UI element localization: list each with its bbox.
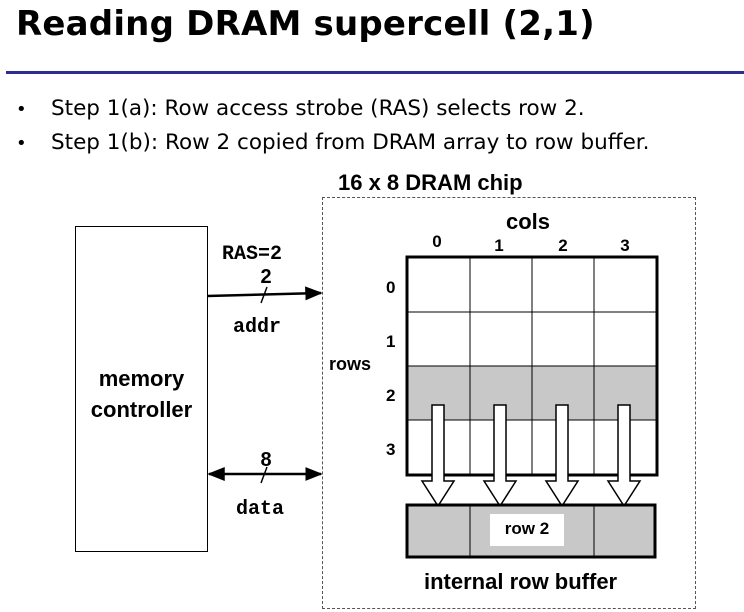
copy-arrow — [420, 404, 456, 508]
addr-label: addr — [233, 316, 282, 339]
bullet-item: • Step 1(b): Row 2 copied from DRAM arra… — [16, 130, 650, 164]
title-rule — [6, 71, 744, 74]
copy-arrow — [606, 404, 642, 508]
bullet-dot: • — [16, 99, 27, 120]
row-index: 2 — [386, 386, 396, 405]
addr-width-label: 2 — [260, 266, 272, 288]
chip-label: 16 x 8 DRAM chip — [338, 170, 523, 195]
bullet-item: • Step 1(a): Row access strobe (RAS) sel… — [16, 96, 650, 130]
row-copy-arrows — [420, 404, 642, 508]
rows-label: rows — [329, 354, 372, 374]
row-index: 0 — [386, 278, 396, 297]
row-buffer-dividers — [469, 506, 595, 556]
col-index: 3 — [620, 236, 630, 255]
row-buffer-content: row 2 — [504, 519, 550, 538]
row-buffer-content-box — [490, 514, 564, 546]
row-index: 3 — [386, 440, 396, 459]
memory-controller-label-line2: controller — [90, 397, 193, 422]
dram-array-grid — [408, 258, 656, 474]
slide-title: Reading DRAM supercell (2,1) — [16, 4, 595, 44]
col-index: 2 — [558, 236, 568, 255]
addr-bus-width-slash — [260, 286, 268, 304]
bullet-text: Step 1(b): Row 2 copied from DRAM array … — [51, 130, 650, 155]
row-index: 1 — [386, 332, 396, 351]
data-width-label: 8 — [260, 449, 272, 471]
copy-arrow — [482, 404, 518, 508]
memory-controller-label-line1: memory — [98, 366, 185, 391]
memory-controller-label: memory controller — [76, 363, 207, 425]
dram-chip-boundary — [322, 197, 696, 609]
col-index: 0 — [432, 232, 442, 251]
data-label: data — [236, 498, 285, 521]
bullet-list: • Step 1(a): Row access strobe (RAS) sel… — [16, 96, 650, 164]
dram-array-border — [405, 255, 659, 477]
ras-label: RAS=2 — [222, 243, 283, 266]
copy-arrow — [544, 404, 580, 508]
col-index: 1 — [494, 236, 504, 255]
row-buffer-label: internal row buffer — [424, 569, 618, 594]
cols-label: cols — [506, 209, 551, 234]
memory-controller-box: memory controller — [75, 226, 208, 552]
data-bus-width-slash — [260, 466, 268, 484]
bullet-dot: • — [16, 133, 27, 154]
bullet-text: Step 1(a): Row access strobe (RAS) selec… — [51, 96, 585, 121]
